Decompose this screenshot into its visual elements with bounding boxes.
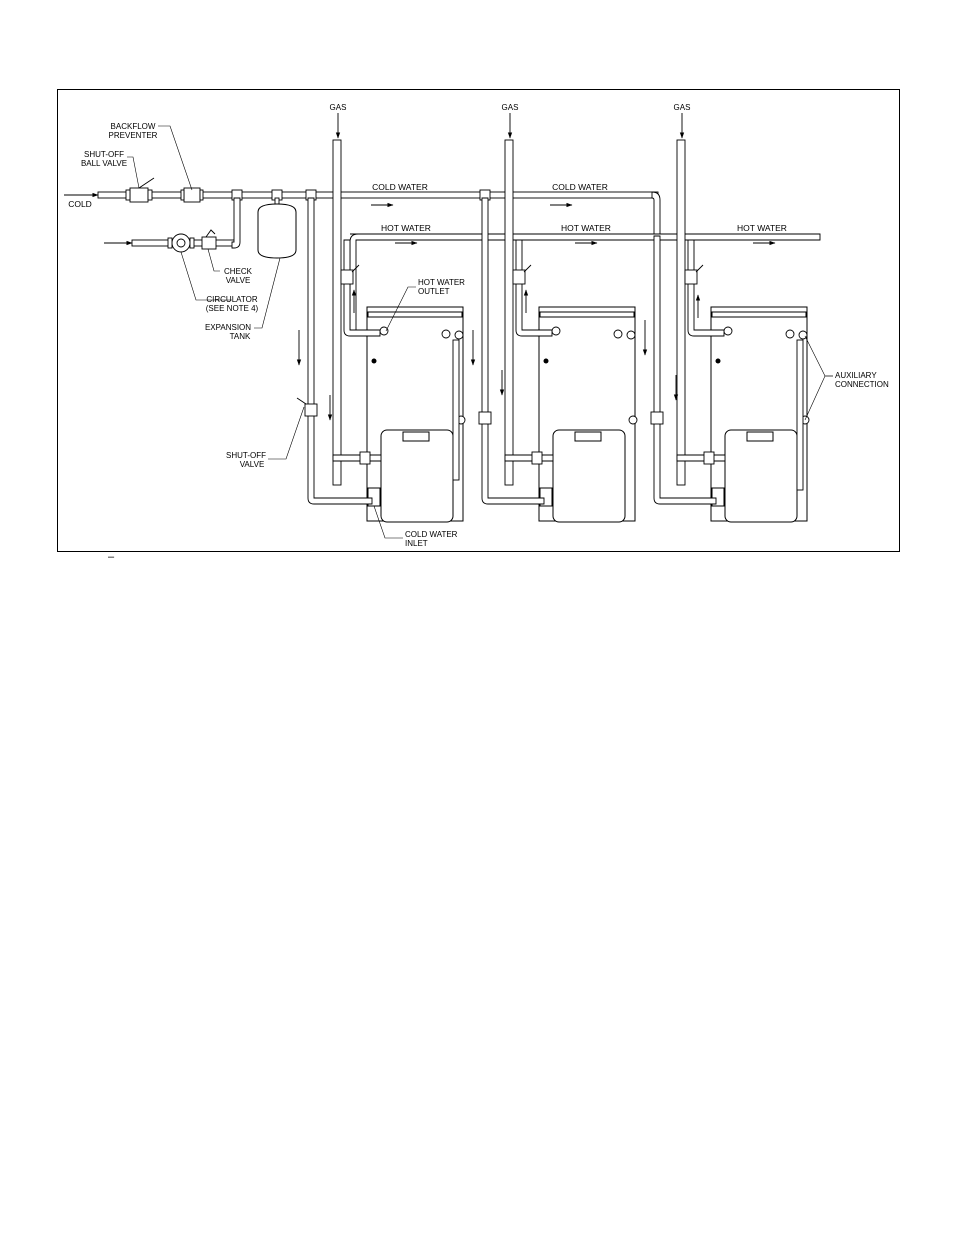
circulator bbox=[167, 233, 195, 253]
label-check-valve-1: CHECK bbox=[224, 267, 253, 276]
label-gas-3: GAS bbox=[674, 103, 691, 112]
gas-connections bbox=[332, 451, 726, 465]
label-circulator-1: CIRCULATOR bbox=[206, 295, 257, 304]
label-expansion-tank-1: EXPANSION bbox=[205, 323, 251, 332]
water-heater-3 bbox=[710, 306, 810, 523]
label-shutoff-valve-1: SHUT-OFF bbox=[226, 451, 266, 460]
labels: GAS GAS GAS BACKFLOW PREVENTER SHUT-OFF … bbox=[68, 103, 889, 548]
expansion-tank bbox=[257, 197, 297, 259]
label-shutoff-valve-2: VALVE bbox=[240, 460, 265, 469]
label-check-valve-2: VALVE bbox=[226, 276, 251, 285]
hot-water-header bbox=[349, 233, 821, 335]
label-hot-water-2: HOT WATER bbox=[561, 223, 611, 233]
label-cold-water-2: COLD WATER bbox=[552, 182, 608, 192]
figure-frame bbox=[57, 89, 900, 552]
label-backflow-preventer-1: BACKFLOW bbox=[111, 122, 156, 131]
shutoff-ball-valve bbox=[125, 177, 155, 203]
label-hot-water-3: HOT WATER bbox=[737, 223, 787, 233]
label-hot-water-1: HOT WATER bbox=[381, 223, 431, 233]
hot-water-risers bbox=[340, 239, 725, 337]
label-hot-water-outlet-2: OUTLET bbox=[418, 287, 450, 296]
label-cold: COLD bbox=[68, 199, 92, 209]
label-cold-water-inlet-1: COLD WATER bbox=[405, 530, 458, 539]
backflow-preventer bbox=[180, 187, 204, 203]
label-hot-water-outlet-1: HOT WATER bbox=[418, 278, 465, 287]
label-shutoff-ball-valve-1: SHUT-OFF bbox=[84, 150, 124, 159]
recirculation-return bbox=[104, 197, 241, 253]
label-auxiliary-connection-2: CONNECTION bbox=[835, 380, 889, 389]
label-cold-water-1: COLD WATER bbox=[372, 182, 428, 192]
label-gas-1: GAS bbox=[330, 103, 347, 112]
label-shutoff-ball-valve-2: BALL VALVE bbox=[81, 159, 127, 168]
label-expansion-tank-2: TANK bbox=[230, 332, 251, 341]
piping-diagram: GAS GAS GAS BACKFLOW PREVENTER SHUT-OFF … bbox=[64, 103, 889, 548]
label-cold-water-inlet-2: INLET bbox=[405, 539, 428, 548]
water-heater-1 bbox=[366, 306, 466, 523]
check-valve bbox=[201, 229, 217, 250]
leader-lines bbox=[127, 125, 833, 539]
water-heater-2 bbox=[538, 306, 638, 523]
label-circulator-2: (SEE NOTE 4) bbox=[206, 304, 259, 313]
footnote-mark: – bbox=[108, 551, 115, 563]
label-auxiliary-connection-1: AUXILIARY bbox=[835, 371, 877, 380]
cold-water-branches bbox=[296, 197, 717, 505]
gas-lines bbox=[327, 113, 686, 486]
label-backflow-preventer-2: PREVENTER bbox=[109, 131, 158, 140]
label-gas-2: GAS bbox=[502, 103, 519, 112]
